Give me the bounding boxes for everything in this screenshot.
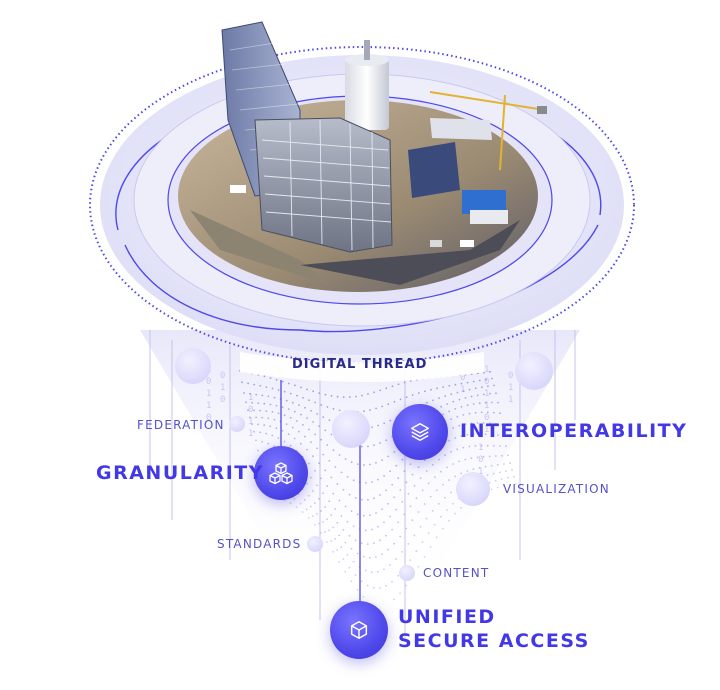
- content-dot: [399, 565, 415, 581]
- svg-text:1: 1: [478, 467, 483, 477]
- interoperability-label: INTEROPERABILITY: [460, 420, 688, 442]
- svg-text:0: 0: [484, 413, 489, 423]
- svg-text:1: 1: [508, 383, 513, 393]
- ambient-dot: [515, 352, 553, 390]
- svg-text:0: 0: [248, 405, 253, 415]
- svg-text:1: 1: [484, 389, 489, 399]
- layers-icon: [411, 423, 429, 441]
- svg-text:1: 1: [206, 401, 211, 411]
- unified-label-line2: SECURE ACCESS: [398, 630, 590, 652]
- svg-text:1: 1: [248, 417, 253, 427]
- svg-text:1: 1: [484, 401, 489, 411]
- federation-dot: [229, 416, 245, 432]
- granularity-node[interactable]: [254, 446, 308, 500]
- svg-text:0: 0: [478, 455, 483, 465]
- svg-text:0: 0: [206, 377, 211, 387]
- svg-text:0: 0: [484, 377, 489, 387]
- digital-thread-label: DIGITAL THREAD: [292, 357, 428, 372]
- svg-text:0: 0: [206, 413, 211, 423]
- svg-text:1: 1: [508, 395, 513, 405]
- content-label: CONTENT: [423, 566, 490, 580]
- visualization-dot: [456, 472, 490, 506]
- connector-lines: [280, 380, 361, 604]
- svg-text:1: 1: [478, 443, 483, 453]
- svg-text:0: 0: [220, 371, 225, 381]
- unified-label-line1: UNIFIED: [398, 606, 496, 628]
- outer-dotted-ring: [89, 46, 635, 364]
- ambient-dot: [175, 348, 211, 384]
- svg-text:0: 0: [220, 395, 225, 405]
- svg-text:1: 1: [460, 385, 465, 395]
- thread-banner: [240, 352, 484, 382]
- svg-text:0: 0: [460, 373, 465, 383]
- interoperability-node[interactable]: [392, 404, 448, 460]
- construction-site: [178, 21, 547, 292]
- svg-text:1: 1: [206, 389, 211, 399]
- data-lines: [149, 330, 576, 640]
- standards-dot: [307, 536, 323, 552]
- svg-text:1: 1: [248, 429, 253, 439]
- svg-text:1: 1: [484, 365, 489, 375]
- cube-icon: [350, 621, 368, 639]
- svg-text:1: 1: [220, 383, 225, 393]
- svg-text:1: 1: [248, 393, 253, 403]
- svg-text:0: 0: [508, 371, 513, 381]
- svg-text:1: 1: [484, 425, 489, 435]
- cubes-icon: [269, 462, 293, 485]
- ambient-dot: [332, 410, 370, 448]
- unified-secure-access-node[interactable]: [330, 601, 388, 659]
- visualization-label: VISUALIZATION: [503, 482, 610, 496]
- granularity-label: GRANULARITY: [96, 462, 264, 484]
- federation-label: FEDERATION: [137, 418, 225, 432]
- standards-label: STANDARDS: [217, 537, 302, 551]
